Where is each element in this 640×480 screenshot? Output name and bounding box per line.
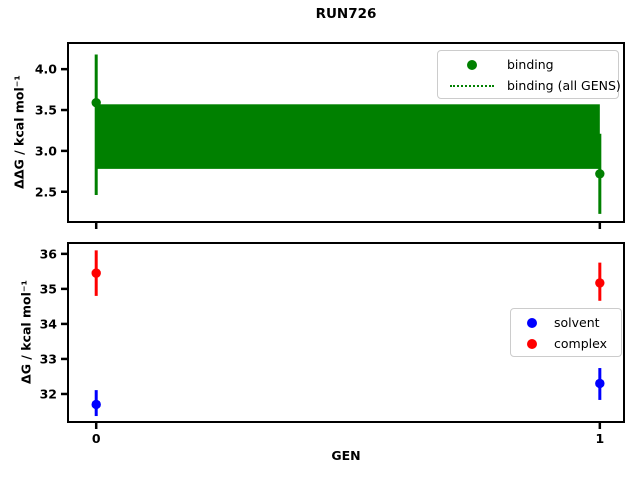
dotted-line-icon <box>450 84 494 87</box>
binding-point <box>595 169 605 179</box>
complex-point <box>91 268 101 278</box>
complex-marker-icon <box>527 338 537 349</box>
y-tick-label: 3.0 <box>35 143 57 158</box>
binding-point <box>91 97 101 108</box>
axes-frame <box>67 42 625 223</box>
legend-entry-binding: binding <box>446 54 610 75</box>
complex-point <box>595 278 605 288</box>
y-tick-label: 3.5 <box>35 103 57 118</box>
y-tick-label: 34 <box>40 316 58 331</box>
y-tick-label: 36 <box>40 246 58 261</box>
legend-entry-complex: complex <box>519 333 613 354</box>
y-tick-label: 33 <box>40 351 57 366</box>
binding-marker-icon <box>467 59 477 70</box>
x-axis-label: GEN <box>331 448 361 463</box>
legend-entry-binding-all-gens: binding (all GENS) <box>446 75 621 96</box>
y-tick-label: 2.5 <box>35 184 57 199</box>
x-tick-label: 0 <box>92 431 101 446</box>
top-plot-ylabel: ΔΔG / kcal mol⁻¹ <box>11 75 27 189</box>
figure-title: RUN726 <box>315 6 377 22</box>
y-tick-label: 4.0 <box>35 62 57 77</box>
bottom-legend: solvent complex <box>510 308 622 357</box>
y-tick-label: 35 <box>40 281 57 296</box>
legend-label-solvent: solvent <box>554 315 600 330</box>
y-tick-label: 32 <box>40 386 57 401</box>
solvent-marker-icon <box>527 317 537 328</box>
x-tick-label: 1 <box>595 431 604 446</box>
solvent-point <box>595 378 605 389</box>
bottom-plot-ylabel: ΔG / kcal mol⁻¹ <box>18 280 34 384</box>
axes-frame <box>67 242 625 423</box>
top-legend: binding binding (all GENS) <box>437 50 621 99</box>
legend-label-binding-all-gens: binding (all GENS) <box>507 78 621 93</box>
solvent-point <box>91 399 101 410</box>
legend-label-binding: binding <box>507 57 554 72</box>
legend-entry-solvent: solvent <box>519 312 613 333</box>
legend-label-complex: complex <box>554 336 607 351</box>
uncertainty-band <box>96 104 600 169</box>
